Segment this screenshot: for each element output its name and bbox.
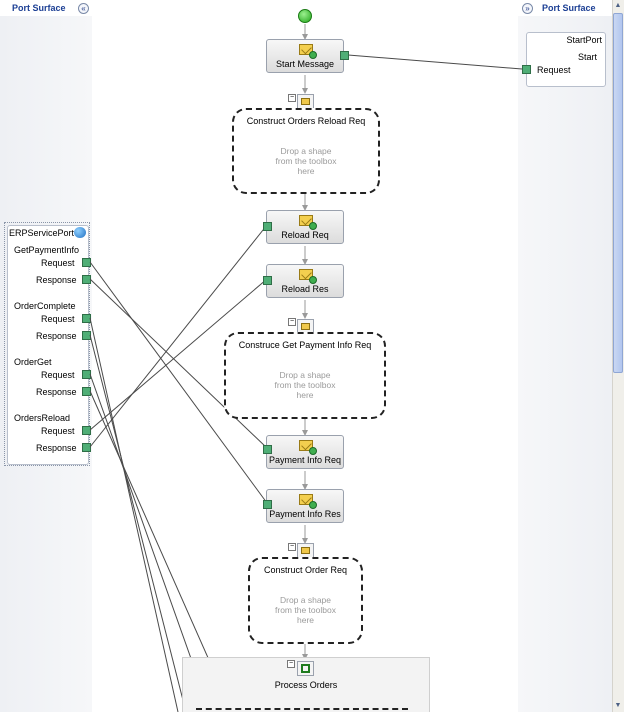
receive-badge-icon [309, 276, 317, 284]
reload-req-shape[interactable]: Reload Req [266, 210, 344, 244]
erp-operation-response: Response [36, 387, 77, 397]
scrollbar-thumb[interactable] [613, 13, 623, 373]
web-port-icon [74, 227, 86, 238]
left-port-surface-title: Port Surface [12, 3, 66, 13]
loop-body-scope[interactable] [196, 708, 408, 714]
send-badge-icon [309, 447, 317, 455]
scope-title: Construce Get Payment Info Req [238, 340, 372, 350]
erp-operation-response: Response [36, 275, 77, 285]
collapse-toggle-icon[interactable]: − [288, 94, 296, 102]
construct-orders-reload-req-scope[interactable]: Construct Orders Reload Req Drop a shape… [232, 108, 380, 194]
receive-badge-icon [309, 51, 317, 59]
start-port-request-connector[interactable] [522, 65, 531, 74]
right-port-surface-title: Port Surface [542, 3, 596, 13]
drop-hint: Drop a shape from the toolbox here [275, 146, 337, 176]
erp-operation-request: Request [41, 426, 75, 436]
erp-service-port[interactable]: ERPServicePort GetPaymentInfo Request Re… [7, 225, 89, 465]
shape-label: Reload Req [281, 230, 329, 240]
expand-right-icon[interactable]: » [522, 3, 533, 14]
erp-operation-name: OrderGet [14, 357, 52, 367]
start-port-operation: Start [577, 52, 597, 62]
start-message-shape[interactable]: Start Message [266, 39, 344, 73]
collapse-toggle-icon[interactable]: − [288, 543, 296, 551]
right-port-surface-header: Port Surface [518, 0, 612, 16]
start-port[interactable]: StartPort Start Request [526, 32, 606, 87]
collapse-toggle-icon[interactable]: − [288, 318, 296, 326]
erp-operation-name: OrdersReload [14, 413, 71, 423]
receive-message-icon [299, 44, 313, 55]
send-badge-icon [309, 222, 317, 230]
left-port-surface-header: Port Surface [0, 0, 92, 16]
process-orders-label: Process Orders [274, 680, 338, 690]
shape-label: Reload Res [281, 284, 329, 294]
collapse-toggle-icon[interactable]: − [287, 660, 295, 668]
receive-message-icon [299, 269, 313, 280]
right-port-surface [518, 0, 612, 712]
erp-port-selection [4, 222, 90, 466]
reload-res-shape[interactable]: Reload Res [266, 264, 344, 298]
payment-info-req-port-connector[interactable] [263, 445, 272, 454]
connector-ordersreload-request[interactable] [82, 426, 91, 435]
erp-operation-request: Request [41, 258, 75, 268]
reload-req-port-connector[interactable] [263, 222, 272, 231]
shape-label: Start Message [275, 59, 335, 69]
scroll-down-icon[interactable]: ▼ [614, 702, 622, 709]
shape-label: Payment Info Res [269, 509, 341, 519]
send-message-icon [299, 215, 313, 226]
construct-get-payment-info-req-scope[interactable]: Construce Get Payment Info Req Drop a sh… [224, 332, 386, 419]
scope-title: Construct Orders Reload Req [246, 116, 366, 126]
receive-badge-icon [309, 501, 317, 509]
receive-message-icon [299, 494, 313, 505]
construct-order-req-scope[interactable]: Construct Order Req Drop a shape from th… [248, 557, 363, 644]
start-port-name: StartPort [566, 35, 602, 45]
erp-operation-response: Response [36, 443, 77, 453]
loop-icon[interactable] [297, 661, 314, 676]
erp-operation-response: Response [36, 331, 77, 341]
payment-info-res-shape[interactable]: Payment Info Res [266, 489, 344, 523]
scroll-up-icon[interactable]: ▲ [614, 2, 622, 9]
start-message-port-connector[interactable] [340, 51, 349, 60]
reload-res-port-connector[interactable] [263, 276, 272, 285]
collapse-left-icon[interactable]: « [78, 3, 89, 14]
send-message-icon [299, 440, 313, 451]
payment-info-req-shape[interactable]: Payment Info Req [266, 435, 344, 469]
construct-message-icon[interactable] [297, 543, 314, 558]
erp-operation-request: Request [41, 314, 75, 324]
payment-info-res-port-connector[interactable] [263, 500, 272, 509]
construct-message-icon[interactable] [297, 94, 314, 109]
start-shape-icon[interactable] [298, 9, 312, 23]
erp-operation-name: GetPaymentInfo [14, 245, 80, 255]
erp-port-name: ERPServicePort [9, 228, 75, 238]
drop-hint: Drop a shape from the toolbox here [275, 595, 336, 625]
scope-title: Construct Order Req [263, 565, 348, 575]
connector-ordersreload-response[interactable] [82, 443, 91, 452]
erp-operation-request: Request [41, 370, 75, 380]
drop-hint: Drop a shape from the toolbox here [274, 370, 336, 400]
erp-operation-name: OrderComplete [14, 301, 76, 311]
shape-label: Payment Info Req [268, 455, 342, 465]
start-port-request: Request [537, 65, 571, 75]
